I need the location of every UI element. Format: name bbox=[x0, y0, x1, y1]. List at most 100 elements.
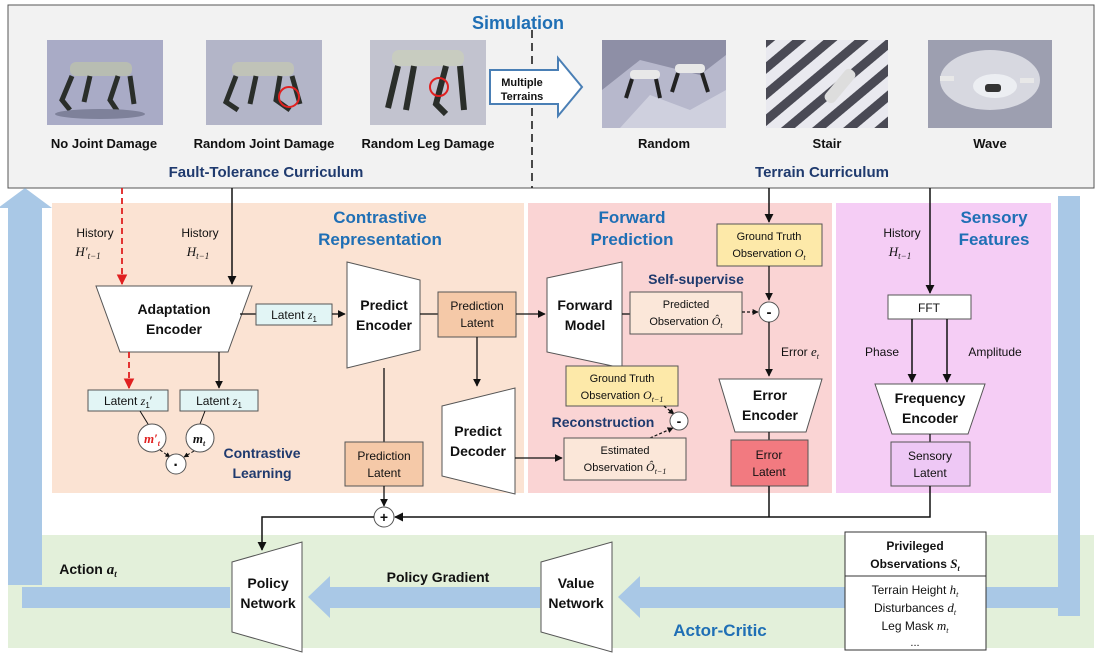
caption-no-joint-damage: No Joint Damage bbox=[51, 136, 157, 151]
ground-truth-prev-box bbox=[565, 365, 679, 407]
phase-label: Phase bbox=[865, 345, 899, 359]
sensory-to-plus-arrow bbox=[394, 486, 931, 522]
error-et-label: Error et bbox=[781, 344, 820, 361]
forward-model bbox=[546, 261, 623, 369]
thumb-random-joint-damage bbox=[206, 40, 322, 125]
multiple-terrains-arrow bbox=[489, 55, 584, 119]
prediction-latent-box bbox=[437, 291, 517, 338]
predict-encoder-label-2: Encoder bbox=[356, 317, 413, 333]
estimated-to-minus bbox=[649, 427, 674, 439]
value-network bbox=[540, 541, 613, 653]
ground-truth-prev-label-2: Observation Ot−1 bbox=[581, 388, 664, 404]
predicted-obs-label: Predicted bbox=[663, 299, 709, 311]
adaptation-encoder bbox=[95, 285, 253, 353]
policy-network-label: Policy bbox=[247, 575, 288, 591]
dot-product-node bbox=[165, 453, 187, 475]
forward-model-label: Forward bbox=[557, 297, 612, 313]
m-prime-text: m′t bbox=[144, 431, 161, 448]
latent-to-m bbox=[199, 410, 206, 425]
frequency-encoder-label-2: Encoder bbox=[902, 410, 959, 426]
privileged-item-disturbances: Disturbances dt bbox=[874, 600, 957, 617]
privileged-title-2: Observations St bbox=[870, 556, 960, 573]
action-label: Action at bbox=[59, 561, 117, 579]
caption-random-joint-damage: Random Joint Damage bbox=[194, 136, 335, 151]
forward-title-2: Prediction bbox=[590, 230, 673, 249]
plus-to-policy-arrow bbox=[257, 516, 374, 551]
privileged-item-more: ... bbox=[910, 637, 919, 649]
gtprev-to-minus bbox=[663, 405, 675, 415]
m-t-text: mt bbox=[193, 431, 206, 448]
policy-network-label-2: Network bbox=[240, 595, 295, 611]
prediction-latent-box-2 bbox=[344, 441, 424, 487]
error-latent-label-2: Latent bbox=[752, 465, 786, 479]
m-prime-to-dot bbox=[159, 449, 171, 458]
latent-z1-text: Latent z1 bbox=[271, 308, 317, 324]
self-supervise-label: Self-supervise bbox=[648, 271, 744, 287]
reconstruction-label: Reconstruction bbox=[552, 414, 655, 430]
dot-product-text: · bbox=[173, 457, 178, 474]
m-t-to-dot bbox=[183, 450, 195, 458]
predicted-obs-label-2: Observation Ôt bbox=[649, 314, 723, 330]
prediction-latent-2-label: Prediction bbox=[357, 449, 410, 463]
contrastive-title-2: Representation bbox=[318, 230, 442, 249]
thumb-wave-terrain bbox=[928, 40, 1052, 128]
sensory-title: Sensory bbox=[960, 208, 1028, 227]
predicted-obs-box bbox=[629, 291, 743, 335]
adaptation-encoder-label: Adaptation bbox=[137, 301, 210, 317]
simulation-title: Simulation bbox=[472, 13, 564, 33]
thumb-stair-terrain bbox=[766, 40, 888, 128]
plus-text: + bbox=[380, 509, 388, 525]
caption-random-leg-damage: Random Leg Damage bbox=[362, 136, 495, 151]
adaptation-encoder-label-2: Encoder bbox=[146, 321, 203, 337]
prediction-latent-2-label-2: Latent bbox=[367, 466, 401, 480]
latentprime-to-m bbox=[139, 410, 149, 425]
latent-z1-text-2: Latent z1 bbox=[196, 394, 242, 410]
fft-label: FFT bbox=[918, 301, 941, 315]
contrastive-learning-label: Contrastive bbox=[223, 445, 300, 461]
predict-encoder-label: Predict bbox=[360, 297, 408, 313]
damage-marker-icon bbox=[429, 77, 449, 97]
history-label: History bbox=[181, 226, 218, 240]
history-label-prime: History bbox=[76, 226, 113, 240]
ground-truth-prev-label: Ground Truth bbox=[590, 373, 655, 385]
predict-decoder-label: Predict bbox=[454, 423, 502, 439]
forward-title: Forward bbox=[598, 208, 665, 227]
error-encoder-label: Error bbox=[753, 387, 788, 403]
thumb-random-leg-damage bbox=[370, 40, 486, 125]
value-network-label: Value bbox=[558, 575, 595, 591]
amplitude-label: Amplitude bbox=[968, 345, 1022, 359]
predict-encoder bbox=[346, 261, 421, 369]
sensory-history-label: History bbox=[883, 226, 920, 240]
ground-truth-label-2: Observation Ot bbox=[732, 246, 806, 262]
prediction-latent-label: Prediction bbox=[450, 299, 503, 313]
forward-model-label-2: Model bbox=[565, 317, 605, 333]
estimated-obs-box bbox=[563, 437, 687, 481]
ground-truth-box bbox=[716, 223, 823, 267]
multiple-terrains-label-2: Terrains bbox=[501, 91, 544, 103]
latent-z1-box-2 bbox=[179, 389, 259, 412]
damage-marker-icon bbox=[278, 86, 300, 108]
loop-bar-right bbox=[1058, 196, 1080, 616]
sensory-latent-label-2: Latent bbox=[913, 466, 947, 480]
error-encoder bbox=[718, 378, 823, 433]
thumb-random-terrain bbox=[602, 40, 726, 128]
privileged-item-legmask: Leg Mask mt bbox=[882, 618, 950, 635]
terrain-curriculum-title: Terrain Curriculum bbox=[755, 164, 889, 181]
estimated-obs-label-2: Observation Ôt−1 bbox=[584, 460, 667, 476]
minus-text-2: - bbox=[677, 413, 682, 429]
contrastive-learning-label-2: Learning bbox=[232, 465, 291, 481]
privileged-obs-box bbox=[844, 531, 987, 651]
loop-arrow-left bbox=[0, 188, 52, 585]
frequency-encoder bbox=[874, 383, 986, 435]
sensory-latent-label: Sensory bbox=[908, 449, 952, 463]
thumb-no-joint-damage bbox=[47, 40, 163, 125]
latent-z1-prime-box bbox=[87, 389, 169, 412]
sensory-title-2: Features bbox=[959, 230, 1030, 249]
fault-curriculum-title: Fault-Tolerance Curriculum bbox=[169, 164, 364, 181]
multiple-terrains-label: Multiple bbox=[501, 77, 543, 89]
sensory-history-var: Ht−1 bbox=[888, 244, 911, 261]
policy-network bbox=[231, 541, 303, 653]
fft-box bbox=[887, 294, 972, 320]
value-network-label-2: Network bbox=[548, 595, 603, 611]
